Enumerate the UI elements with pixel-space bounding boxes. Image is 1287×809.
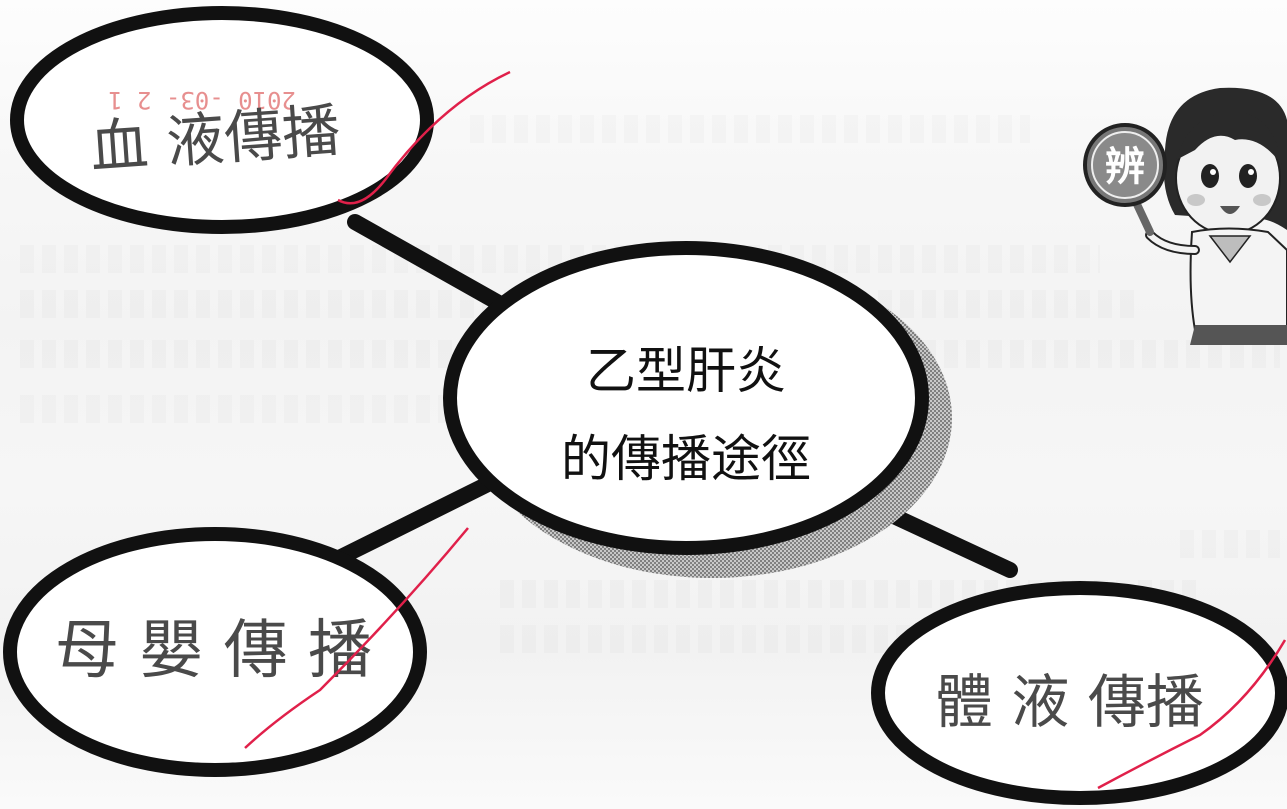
tick-mark-top-left [337,70,511,205]
tick-mark-bottom-left [244,527,469,749]
faint-text-row [500,625,920,653]
center-title-line-2: 的傳播途徑 [561,430,811,488]
node-bottom-right-label: 體 液 傳播 [935,668,1204,736]
magnifier-badge-label: 辨 [1105,144,1145,190]
cartoon-girl-illustration [1083,87,1287,345]
center-title-line-1: 乙型肝炎 [586,342,786,400]
date-stamp: 2010 -03- 2 1 [108,86,296,114]
tick-mark-bottom-right [1097,639,1287,790]
faint-text-row [470,115,1030,143]
center-ellipse [443,241,929,555]
connector-top-left [347,214,528,323]
node-bottom-left-ellipse [3,527,427,777]
faint-text-row [1180,530,1280,558]
connector-bottom-left [327,470,508,568]
node-bottom-left-label: 母 嬰 傳 播 [55,614,372,688]
node-top-left-ellipse [10,6,434,234]
